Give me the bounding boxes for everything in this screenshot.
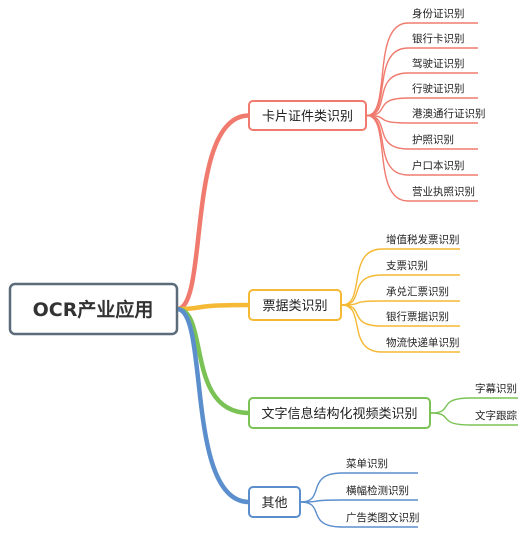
leaf-connector bbox=[430, 397, 518, 414]
branch-node[interactable]: 文字信息结构化视频类识别 bbox=[248, 397, 431, 429]
leaf-label[interactable]: 广告类图文识别 bbox=[346, 511, 420, 524]
leaf-label[interactable]: 营业执照识别 bbox=[412, 185, 475, 198]
branch-node[interactable]: 票据类识别 bbox=[248, 289, 342, 321]
leaf-label[interactable]: 承兑汇票识别 bbox=[386, 285, 449, 298]
leaf-connector bbox=[366, 114, 478, 124]
leaf-connector bbox=[300, 499, 418, 503]
leaf-label[interactable]: 文字跟踪 bbox=[475, 409, 517, 422]
branch-label: 其他 bbox=[261, 496, 287, 511]
leaf-label[interactable]: 字幕识别 bbox=[475, 382, 517, 395]
leaf-label[interactable]: 护照识别 bbox=[412, 133, 454, 146]
leaf-label[interactable]: 户口本识别 bbox=[412, 159, 465, 172]
leaf-label[interactable]: 横幅检测识别 bbox=[346, 484, 409, 497]
leaf-connector bbox=[366, 47, 478, 117]
leaf-label[interactable]: 身份证识别 bbox=[412, 7, 465, 20]
leaf-connector bbox=[366, 114, 478, 202]
leaf-connector bbox=[341, 304, 460, 327]
root-node[interactable]: OCR产业应用 bbox=[8, 282, 179, 336]
branch-node[interactable]: 卡片证件类识别 bbox=[248, 100, 367, 131]
leaf-label[interactable]: 菜单识别 bbox=[346, 458, 388, 470]
leaf-connector bbox=[300, 472, 418, 503]
branch-label: 卡片证件类识别 bbox=[262, 110, 353, 125]
leaf-connector bbox=[366, 72, 478, 117]
branch-connector bbox=[174, 302, 252, 312]
leaf-connector bbox=[430, 412, 518, 426]
leaf-connector bbox=[366, 97, 478, 117]
leaf-connector bbox=[341, 304, 460, 353]
branch-connector bbox=[174, 113, 252, 312]
branch-node[interactable]: 其他 bbox=[248, 486, 301, 518]
leaf-connector bbox=[366, 22, 478, 117]
root-label: OCR产业应用 bbox=[33, 298, 154, 321]
leaf-connector bbox=[341, 274, 460, 306]
leaf-label[interactable]: 物流快递单识别 bbox=[386, 336, 460, 349]
branch-label: 票据类识别 bbox=[262, 299, 327, 314]
leaf-label[interactable]: 增值税发票识别 bbox=[386, 233, 460, 246]
leaf-label[interactable]: 支票识别 bbox=[386, 260, 428, 272]
leaf-label[interactable]: 银行卡识别 bbox=[412, 32, 465, 45]
leaf-label[interactable]: 驾驶证识别 bbox=[412, 57, 465, 70]
leaf-connector bbox=[300, 501, 418, 528]
leaf-label[interactable]: 行驶证识别 bbox=[412, 82, 465, 95]
branch-label: 文字信息结构化视频类识别 bbox=[261, 406, 417, 422]
leaf-label[interactable]: 银行票据识别 bbox=[386, 310, 449, 323]
leaf-connector bbox=[341, 248, 460, 306]
leaf-label[interactable]: 港澳通行证识别 bbox=[412, 107, 486, 120]
leaf-connector bbox=[341, 300, 460, 306]
branch-connector bbox=[174, 306, 252, 505]
